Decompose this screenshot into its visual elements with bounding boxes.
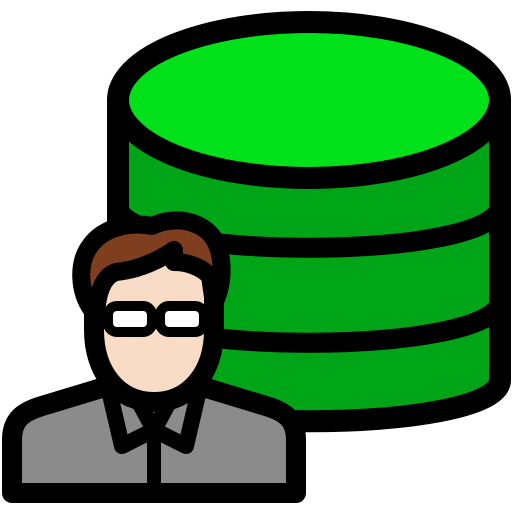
glasses-lens-right [155,301,209,337]
database-top [107,11,511,189]
user-icon [2,211,306,503]
glasses-lens-left [103,301,157,337]
user-hair [72,211,231,321]
user-glasses [89,301,219,337]
